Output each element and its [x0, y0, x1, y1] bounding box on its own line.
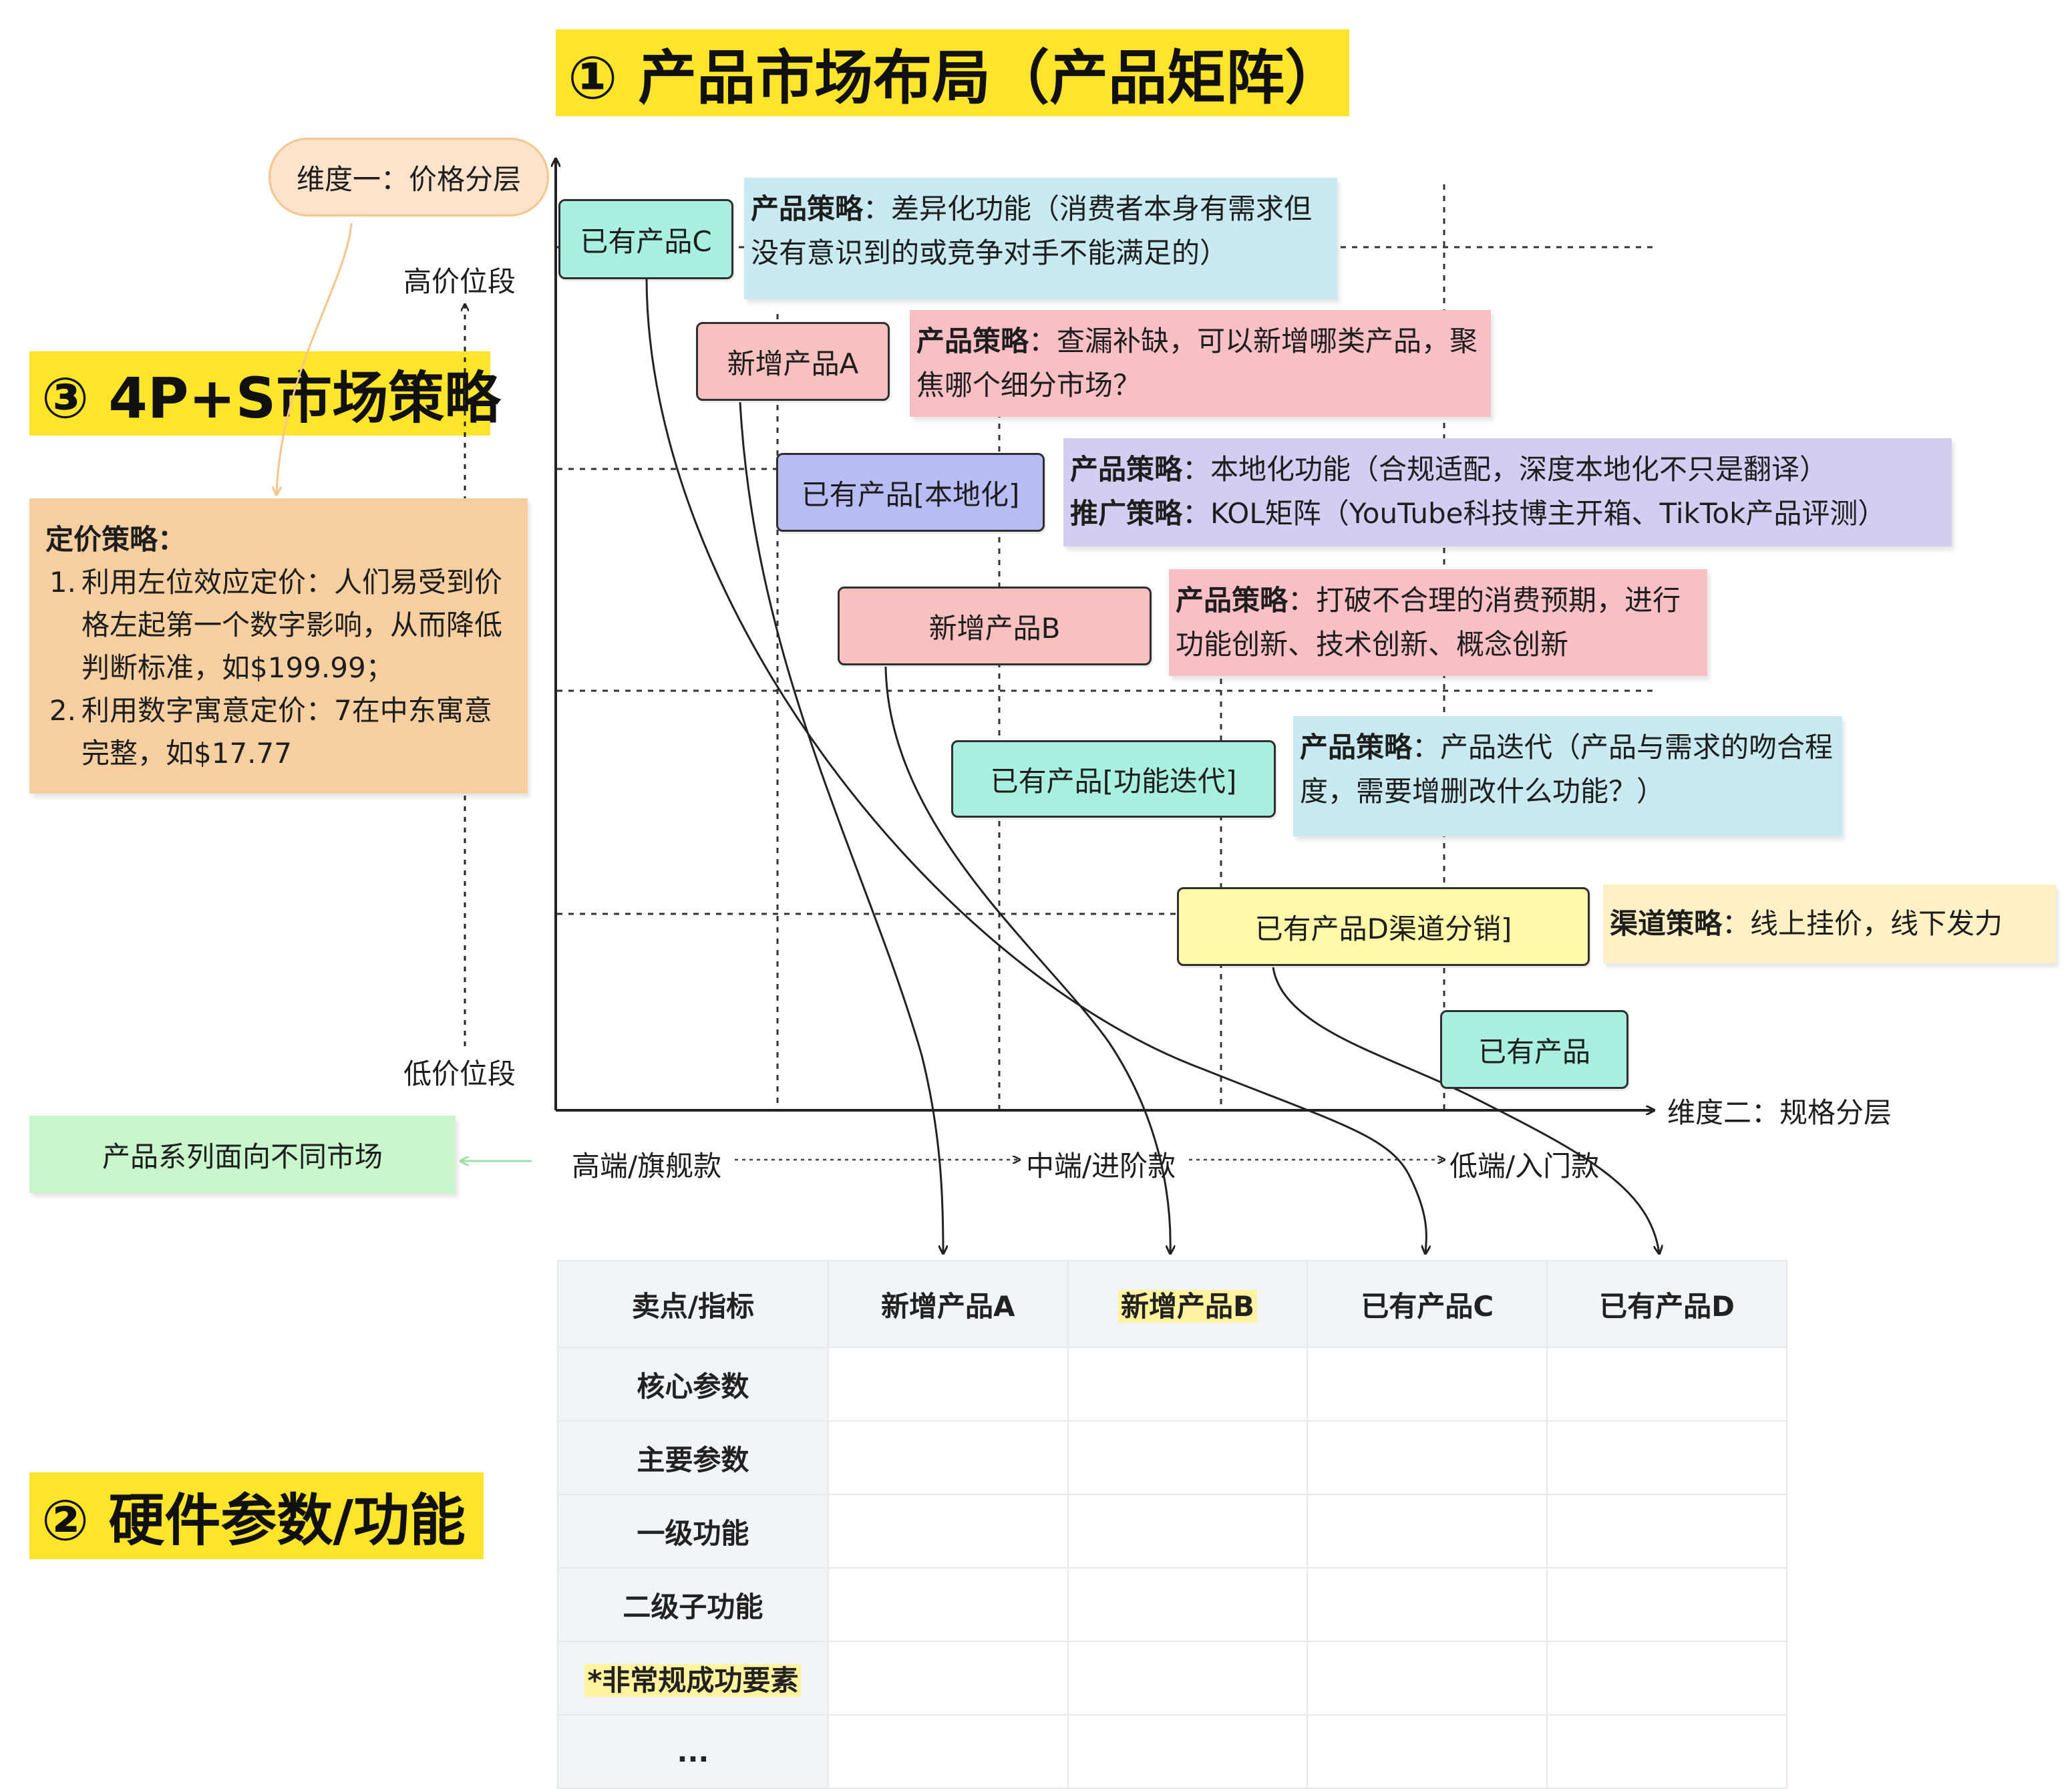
- strategy-note-channel: 渠道策略：线上挂价，线下发力: [1603, 884, 2056, 963]
- heading-marketing-strategy: ③ 4P+S市场策略: [29, 351, 500, 436]
- pricing-item: 1. 利用左位效应定价：人们易受到价格左起第一个数字影响，从而降低判断标准，如$…: [49, 566, 503, 684]
- table-cell[interactable]: [1307, 1420, 1548, 1495]
- table-cell[interactable]: [1546, 1714, 1787, 1789]
- new-product-a-node[interactable]: 新增产品A: [696, 322, 890, 401]
- dimension-connector: [277, 222, 353, 494]
- table-cell[interactable]: [1307, 1494, 1548, 1569]
- pricing-title: 定价策略：: [45, 523, 186, 556]
- table-cell[interactable]: [1546, 1420, 1787, 1495]
- product-d-node[interactable]: 已有产品D渠道分销]: [1177, 887, 1590, 966]
- table-header-cell: 已有产品D: [1546, 1260, 1787, 1348]
- table-cell[interactable]: [827, 1567, 1069, 1642]
- table-header-cell: 卖点/指标: [557, 1260, 829, 1348]
- table-cell[interactable]: [1067, 1347, 1309, 1422]
- table-cell[interactable]: [1546, 1567, 1787, 1642]
- table-cell[interactable]: [1067, 1641, 1309, 1716]
- product-localized-node[interactable]: 已有产品[本地化]: [776, 453, 1045, 532]
- table-header-cell: 已有产品C: [1307, 1260, 1548, 1348]
- product-iteration-node[interactable]: 已有产品[功能迭代]: [951, 740, 1276, 818]
- high-price-label: 高价位段: [403, 265, 516, 298]
- series-mid: 中端/进阶款: [1026, 1150, 1176, 1182]
- table-row: ...: [557, 1714, 1787, 1789]
- series-high: 高端/旗舰款: [572, 1150, 722, 1182]
- row-label: ...: [557, 1714, 829, 1789]
- table-row: 二级子功能: [557, 1567, 1787, 1642]
- table-header-cell: 新增产品A: [827, 1260, 1069, 1348]
- strategy-note-gap-filling: 产品策略：查漏补缺，可以新增哪类产品，聚焦哪个细分市场？: [910, 310, 1491, 417]
- table-cell[interactable]: [1307, 1347, 1548, 1422]
- table-cell[interactable]: [1546, 1641, 1787, 1716]
- strategy-note-iteration: 产品策略：产品迭代（产品与需求的吻合程度，需要增删改什么功能？）: [1293, 716, 1842, 836]
- row-label: 主要参数: [557, 1420, 829, 1495]
- table-cell[interactable]: [1067, 1420, 1309, 1495]
- table-row: *非常规成功要素: [557, 1641, 1787, 1716]
- table-row: 主要参数: [557, 1420, 1787, 1495]
- table-cell[interactable]: [1067, 1567, 1309, 1642]
- row-label: 二级子功能: [557, 1567, 829, 1642]
- table-cell[interactable]: [1067, 1714, 1309, 1789]
- parameter-table: 卖点/指标 新增产品A 新增产品B 已有产品C 已有产品D 核心参数 主要参数 …: [557, 1260, 1787, 1789]
- table-cell[interactable]: [827, 1714, 1069, 1789]
- pricing-strategy-card: 定价策略： 1. 利用左位效应定价：人们易受到价格左起第一个数字影响，从而降低判…: [29, 498, 528, 794]
- product-c-node[interactable]: 已有产品C: [558, 199, 733, 279]
- table-row: 核心参数: [557, 1347, 1787, 1422]
- table-header-row: 卖点/指标 新增产品A 新增产品B 已有产品C 已有产品D: [557, 1260, 1787, 1348]
- table-cell[interactable]: [827, 1641, 1069, 1716]
- table-cell[interactable]: [827, 1420, 1069, 1495]
- table-cell[interactable]: [827, 1494, 1069, 1569]
- table-cell[interactable]: [1067, 1494, 1309, 1569]
- pricing-item: 2. 利用数字寓意定价：7在中东寓意完整，如$17.77: [49, 694, 492, 770]
- table-cell[interactable]: [1307, 1567, 1548, 1642]
- table-cell[interactable]: [1546, 1494, 1787, 1569]
- dimension-two-label: 维度二：规格分层: [1667, 1096, 1892, 1129]
- strategy-note-localization: 产品策略：本地化功能（合规适配，深度本地化不只是翻译） 推广策略：KOL矩阵（Y…: [1063, 438, 1952, 546]
- heading-product-layout: ① 产品市场布局（产品矩阵）: [556, 29, 1349, 116]
- series-source-box: 产品系列面向不同市场: [29, 1116, 456, 1193]
- row-label: 一级功能: [557, 1494, 829, 1569]
- row-label: 核心参数: [557, 1347, 829, 1422]
- table-cell[interactable]: [1307, 1641, 1548, 1716]
- table-header-cell: 新增产品B: [1067, 1260, 1309, 1348]
- table-cell[interactable]: [1546, 1347, 1787, 1422]
- series-low: 低端/入门款: [1449, 1150, 1600, 1182]
- low-price-label: 低价位段: [403, 1058, 516, 1090]
- strategy-note-innovation: 产品策略：打破不合理的消费预期，进行功能创新、技术创新、概念创新: [1169, 569, 1707, 676]
- main-axes: [556, 159, 1654, 1110]
- table-cell[interactable]: [827, 1347, 1069, 1422]
- new-product-b-node[interactable]: 新增产品B: [838, 587, 1152, 665]
- heading-hardware: ② 硬件参数/功能: [29, 1472, 484, 1559]
- table-cell[interactable]: [1307, 1714, 1548, 1789]
- dimension-one-label: 维度一：价格分层: [269, 138, 549, 216]
- row-label: *非常规成功要素: [557, 1641, 829, 1716]
- table-row: 一级功能: [557, 1494, 1787, 1569]
- existing-product-node[interactable]: 已有产品: [1440, 1010, 1628, 1089]
- product-connectors: [645, 279, 1659, 1253]
- strategy-note-differentiation: 产品策略：差异化功能（消费者本身有需求但没有意识到的或竞争对手不能满足的）: [744, 178, 1337, 299]
